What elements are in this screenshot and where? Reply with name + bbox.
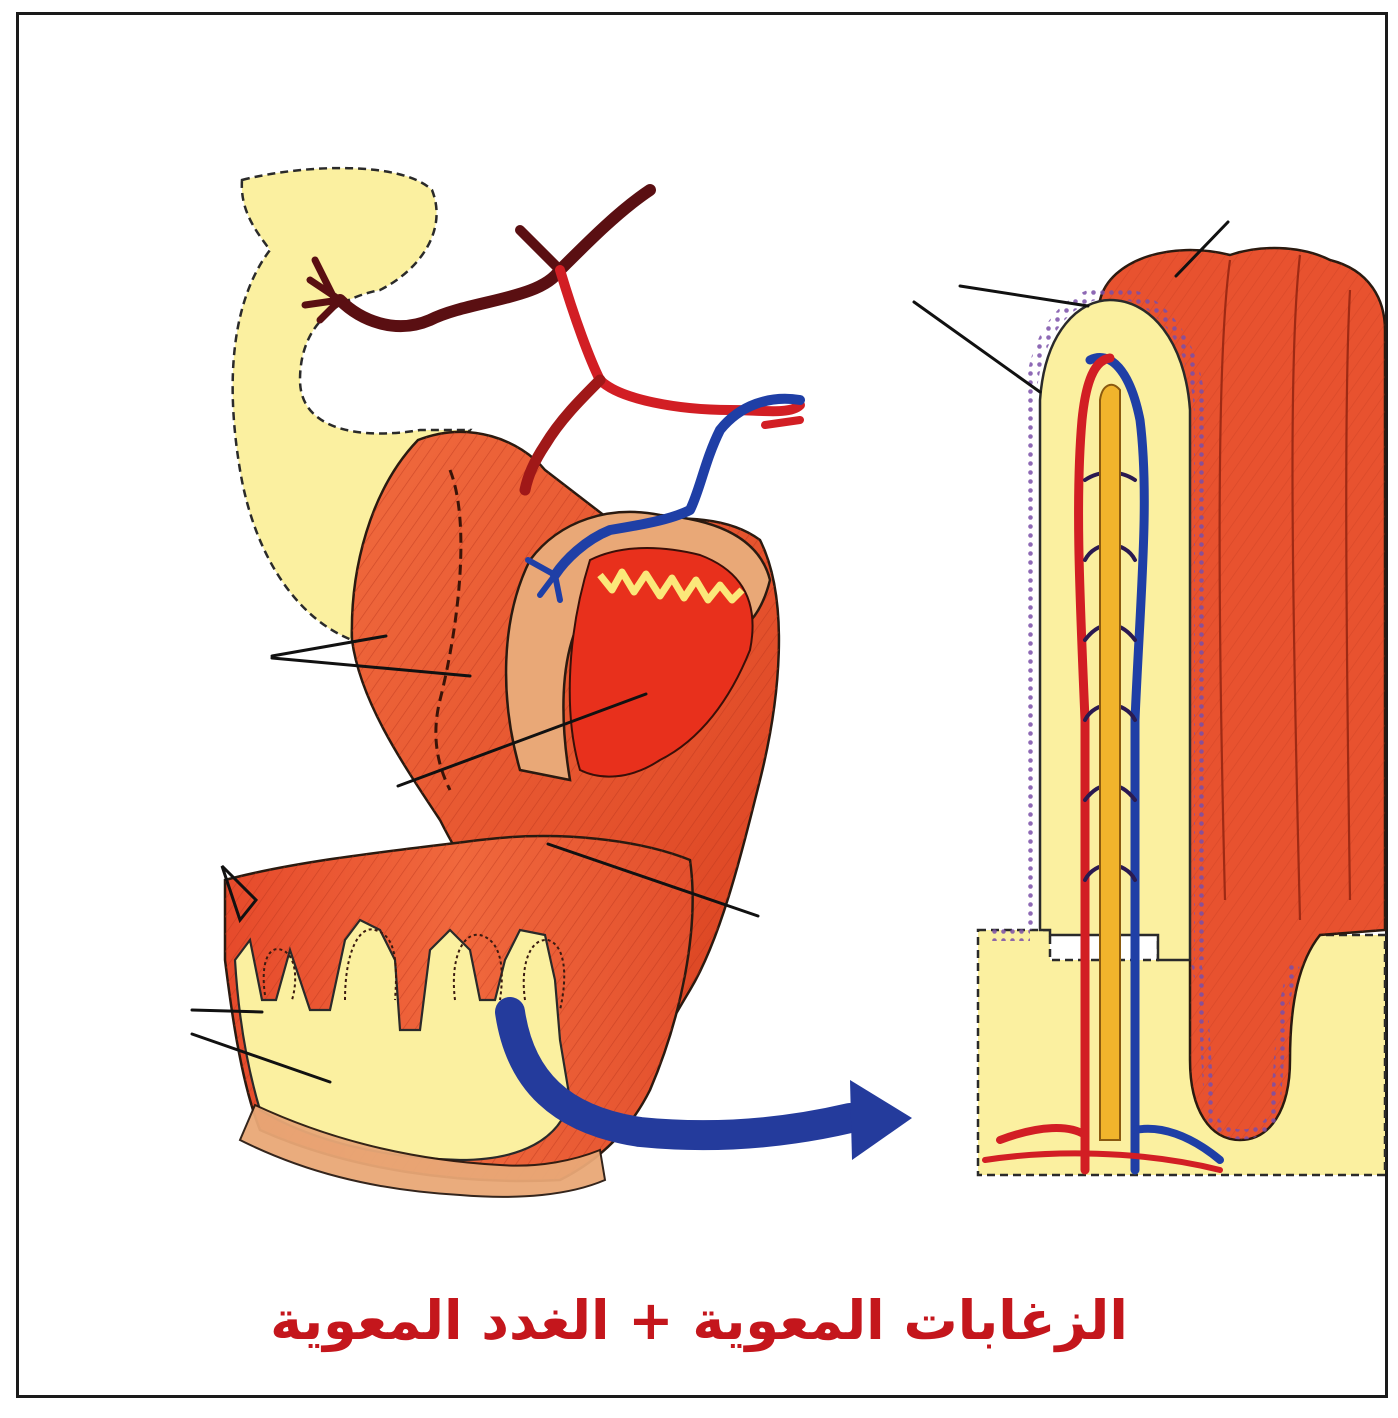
diagram-caption: الزغابات المعوية + الغدد المعوية xyxy=(0,1286,1398,1356)
intestine-section xyxy=(192,168,800,1197)
central-lacteal xyxy=(1100,385,1120,1140)
villus-section xyxy=(914,222,1385,1175)
